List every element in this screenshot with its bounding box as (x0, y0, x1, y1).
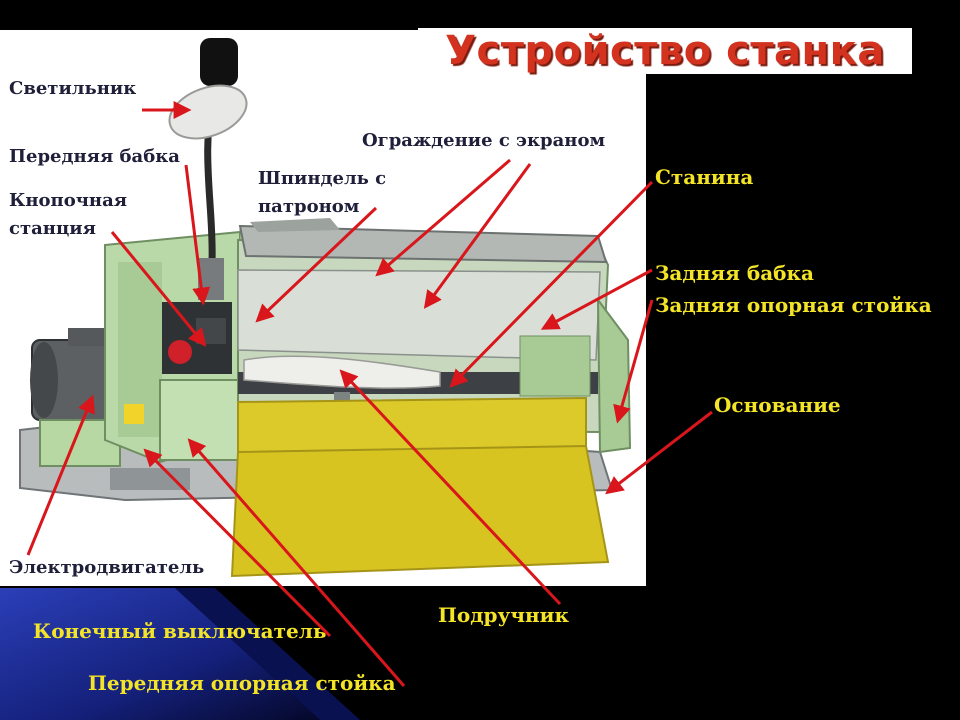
label-base: Основание (714, 393, 841, 417)
label-tool-rest: Подручник (438, 603, 569, 627)
slide-title: Устройство станка (445, 28, 885, 74)
label-spindle-line1: Шпиндель с (258, 168, 387, 189)
label-limit-switch: Конечный выключатель (33, 619, 327, 643)
label-front-post: Передняя опорная стойка (88, 671, 396, 695)
yellow-front-guard (230, 396, 610, 578)
label-spindle-line2: патроном (258, 196, 360, 217)
label-motor: Электродвигатель (9, 557, 205, 578)
label-tailstock: Задняя бабка (655, 261, 814, 285)
headstock-body (104, 227, 257, 464)
label-rear-post: Задняя опорная стойка (655, 293, 932, 317)
title-box: Устройство станка (418, 28, 912, 74)
label-lamp: Светильник (9, 78, 137, 99)
rear-support-post (596, 296, 632, 454)
label-button-station-line1: Кнопочная (9, 190, 128, 211)
guard-with-screen (238, 218, 608, 264)
label-button-station-line2: станция (9, 218, 96, 239)
lamp (168, 38, 248, 300)
label-headstock: Передняя бабка (9, 146, 180, 167)
label-bed: Станина (655, 165, 754, 189)
label-guard: Ограждение с экраном (362, 130, 606, 151)
